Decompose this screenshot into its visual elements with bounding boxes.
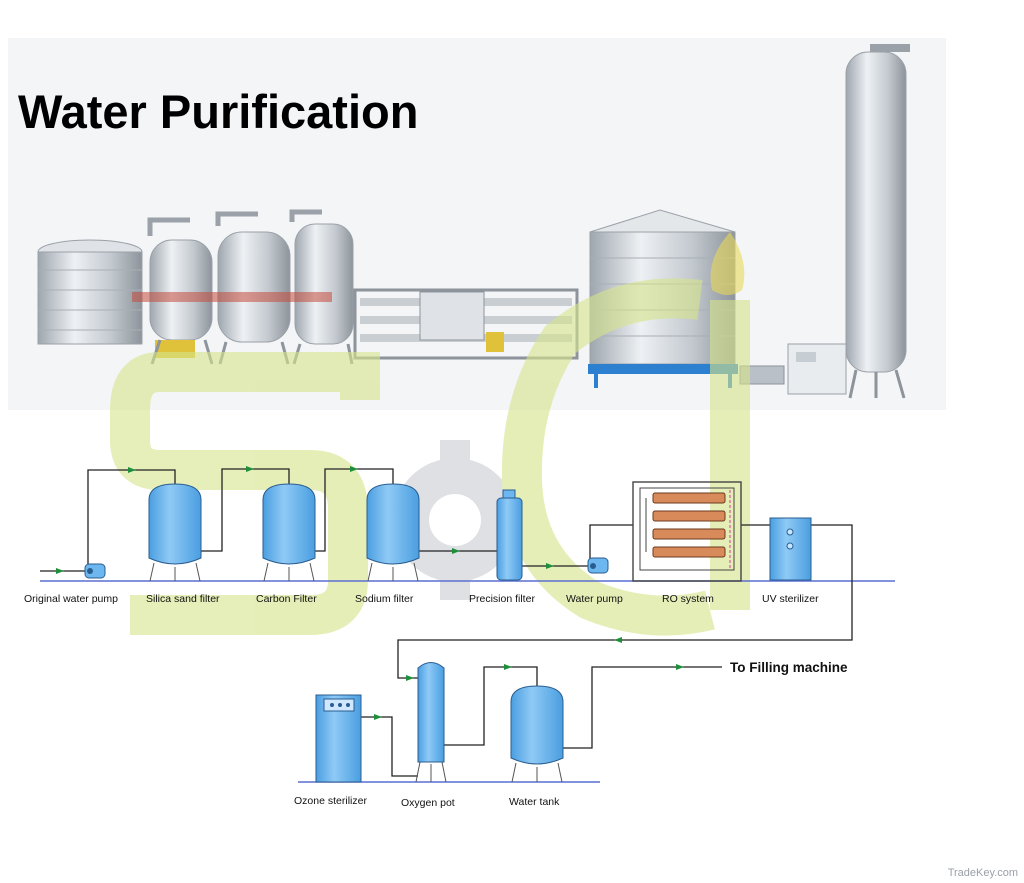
page-title: Water Purification bbox=[18, 85, 419, 138]
silica-sand-filter bbox=[148, 483, 202, 582]
label-to-filling-machine: To Filling machine bbox=[730, 660, 848, 675]
water-pump bbox=[587, 557, 609, 574]
precision-filter bbox=[496, 489, 523, 581]
sodium-filter bbox=[366, 483, 420, 582]
row2-flow-arrows bbox=[374, 664, 684, 720]
label-carbon-filter: Carbon Filter bbox=[256, 593, 317, 605]
photo-control-box bbox=[787, 343, 847, 395]
original-water-pump bbox=[84, 563, 106, 579]
label-water-pump: Water pump bbox=[566, 593, 623, 605]
row1-flow-arrows bbox=[56, 466, 622, 643]
label-uv-sterilizer: UV sterilizer bbox=[762, 593, 819, 605]
label-water-tank: Water tank bbox=[509, 796, 560, 808]
ozone-sterilizer bbox=[315, 694, 362, 783]
water-tank bbox=[510, 685, 564, 783]
photo-ro-skid bbox=[353, 288, 579, 360]
process-row-2: Ozone sterilizer Oxygen pot Water tank T… bbox=[294, 660, 848, 809]
equipment-photo bbox=[37, 44, 910, 399]
label-original-water-pump: Original water pump bbox=[24, 593, 118, 605]
oxygen-pot bbox=[415, 662, 447, 783]
photo-tall-column bbox=[845, 44, 910, 399]
site-watermark: TradeKey.com bbox=[947, 867, 1018, 879]
uv-sterilizer bbox=[769, 517, 812, 581]
label-silica-sand-filter: Silica sand filter bbox=[146, 593, 220, 605]
photo-filter-vessels bbox=[132, 209, 354, 365]
photo-storage-tank bbox=[37, 239, 143, 345]
label-oxygen-pot: Oxygen pot bbox=[401, 797, 455, 809]
label-ozone-sterilizer: Ozone sterilizer bbox=[294, 795, 367, 807]
label-precision-filter: Precision filter bbox=[469, 593, 535, 605]
process-row-1: Original water pump Silica sand filter C… bbox=[24, 466, 895, 679]
label-sodium-filter: Sodium filter bbox=[355, 593, 414, 605]
label-ro-system: RO system bbox=[662, 593, 714, 605]
carbon-filter bbox=[262, 483, 316, 582]
ro-system bbox=[632, 481, 742, 582]
